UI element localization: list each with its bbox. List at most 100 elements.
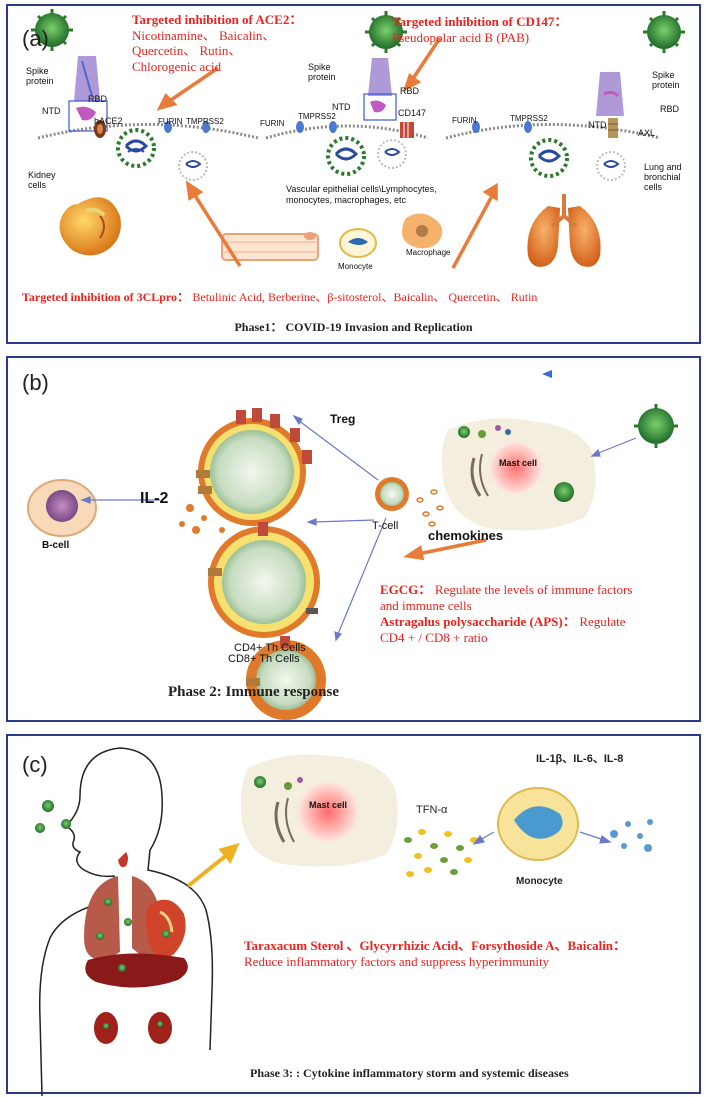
label-lung-cells: Lung and bronchial cells bbox=[644, 162, 682, 192]
label-ntd-1: NTD bbox=[42, 106, 61, 116]
immune-arrows bbox=[80, 414, 637, 642]
trachea-icon bbox=[118, 852, 128, 868]
treg-cell-icon bbox=[196, 408, 312, 526]
cd147-inhibition-block: Targeted inhibition of CD147： Pseudopola… bbox=[392, 14, 567, 45]
spike-protein-icon-2 bbox=[363, 58, 397, 121]
panel-a-graphics bbox=[31, 9, 685, 269]
liver-icon bbox=[85, 953, 188, 988]
ace2-line-1: Nicotinamine、 Baicalin、 bbox=[132, 27, 276, 43]
furin-icon-3 bbox=[472, 121, 480, 133]
ace2-line-2: Quercetin、 Rutin、 bbox=[132, 43, 242, 58]
label-vascular-cells: Vascular epithelial cells\Lymphocytes, m… bbox=[286, 184, 437, 205]
panel-b: (b) Treg IL-2 B-cell T-cell chemokines C… bbox=[6, 356, 701, 722]
cytokine-arrows bbox=[472, 831, 612, 845]
label-mast-cell-b: Mast cell bbox=[498, 458, 538, 468]
virus-icon-b1 bbox=[634, 404, 678, 448]
label-chemokines: chemokines bbox=[428, 528, 504, 543]
phase-3-title: Phase 3: : Cytokine inflammatory storm a… bbox=[250, 1066, 569, 1080]
t-cell-icon bbox=[375, 477, 409, 511]
panel-letter-c: (c) bbox=[22, 752, 48, 777]
label-tmprss2-3: TMPRSS2 bbox=[510, 114, 548, 123]
cd8-cell-icon bbox=[246, 636, 326, 720]
furin-icon-1 bbox=[164, 121, 172, 133]
cd4-cell-icon bbox=[208, 522, 320, 638]
label-axl: AXL bbox=[638, 128, 656, 138]
drugs-title: Taraxacum Sterol 、Glycyrrhizic Acid、Fors… bbox=[244, 938, 627, 953]
yellow-arrow bbox=[186, 842, 240, 888]
mast-cell-icon-c bbox=[240, 754, 398, 867]
endosome-icon-2 bbox=[377, 139, 407, 169]
label-monocyte: Monocyte bbox=[338, 262, 373, 271]
label-spike-protein-1: Spike protein bbox=[26, 66, 54, 86]
tmprss2-icon-3 bbox=[524, 121, 532, 133]
endosome-icon-1 bbox=[178, 151, 208, 181]
label-macrophage: Macrophage bbox=[406, 248, 451, 257]
egcg-line-1: Regulate the levels of immune factors bbox=[434, 582, 633, 597]
hace2-receptor-icon bbox=[94, 120, 106, 138]
egcg-title: EGCG： bbox=[380, 582, 432, 597]
label-il2: IL-2 bbox=[140, 490, 169, 507]
clpro-inhibition-block: Targeted inhibition of 3CLpro： Betulinic… bbox=[22, 288, 537, 305]
panel-c-graphics bbox=[35, 747, 653, 1097]
egcg-aps-block: EGCG： Regulate the levels of immune fact… bbox=[380, 582, 696, 646]
label-monocyte-c: Monocyte bbox=[516, 876, 563, 887]
label-cd4: CD4+ Th Cells bbox=[234, 642, 306, 654]
label-ntd-2: NTD bbox=[332, 102, 351, 112]
membrane-3 bbox=[445, 123, 661, 140]
kidney-icon bbox=[59, 197, 121, 256]
endosome-icon-3 bbox=[596, 151, 626, 181]
spike-protein-icon-1 bbox=[68, 56, 108, 132]
drugs-block: Taraxacum Sterol 、Glycyrrhizic Acid、Fors… bbox=[244, 938, 700, 970]
il2-dots bbox=[179, 503, 225, 534]
label-tmprss2-2: TMPRSS2 bbox=[298, 112, 336, 121]
furin-icon-2 bbox=[296, 121, 304, 133]
marker-icon bbox=[542, 370, 552, 378]
label-ntd-3: NTD bbox=[588, 120, 607, 130]
b-cell-icon bbox=[27, 479, 97, 537]
phase-1-title: Phase1： COVID-19 Invasion and Replicatio… bbox=[234, 320, 473, 334]
axl-receptor-icon bbox=[608, 118, 618, 138]
heart-icon bbox=[145, 899, 186, 959]
label-rbd-2: RBD bbox=[400, 86, 420, 96]
mast-cell-icon bbox=[441, 418, 596, 531]
virus-icon-b2 bbox=[458, 426, 574, 502]
virus-icon-a1 bbox=[31, 9, 73, 51]
label-il-list: IL-1β、IL-6、IL-8 bbox=[536, 753, 624, 765]
label-treg: Treg bbox=[330, 412, 356, 426]
label-hace2: hACE2 bbox=[94, 116, 123, 126]
label-bcell: B-cell bbox=[42, 540, 70, 551]
label-mast-cell-c: Mast cell bbox=[308, 800, 348, 810]
label-furin-3: FURIN bbox=[452, 116, 477, 125]
label-kidney-cells: Kidney cells bbox=[28, 170, 56, 190]
label-rbd-1: RBD bbox=[88, 94, 108, 104]
phase-2-title: Phase 2: Immune response bbox=[168, 684, 339, 700]
label-tmprss2-1: TMPRSS2 bbox=[186, 117, 224, 126]
cd147-receptor-icon bbox=[400, 122, 414, 138]
panel-b-graphics bbox=[27, 370, 678, 720]
virus-particles-c bbox=[35, 800, 170, 1029]
egcg-line-2: and immune cells bbox=[380, 598, 472, 613]
panel-letter-b: (b) bbox=[22, 370, 49, 395]
label-tcell: T-cell bbox=[372, 520, 399, 532]
monocyte-icon-c bbox=[497, 787, 579, 861]
panel-letter-a: (a) bbox=[22, 26, 49, 51]
clpro-line: Betulinic Acid, Berberine、β-sitosterol、B… bbox=[192, 290, 538, 304]
label-cd147: CD147 bbox=[398, 108, 427, 118]
virion-cell-icon-3 bbox=[529, 138, 569, 178]
virus-icon-a3 bbox=[643, 11, 685, 53]
lungs-icon bbox=[527, 194, 601, 267]
human-body-outline bbox=[38, 747, 214, 1097]
tmprss2-icon-2 bbox=[329, 121, 337, 133]
spike-protein-icon-3 bbox=[596, 72, 624, 116]
label-furin-1: FURIN bbox=[158, 117, 183, 126]
egcg-arrow bbox=[403, 538, 487, 561]
cd147-title: Targeted inhibition of CD147： bbox=[392, 14, 568, 29]
label-spike-protein-2: Spike protein bbox=[308, 62, 336, 82]
aps-line-2: CD4 + / CD8 + ratio bbox=[380, 630, 488, 645]
label-furin-2: FURIN bbox=[260, 119, 285, 128]
label-spike-protein-3: Spike protein bbox=[652, 70, 680, 90]
blood-vessel-icon bbox=[221, 232, 319, 261]
inhibition-arrows bbox=[156, 37, 498, 269]
aps-line-1: Regulate bbox=[579, 614, 626, 629]
virion-cell-icon-2 bbox=[326, 136, 366, 176]
